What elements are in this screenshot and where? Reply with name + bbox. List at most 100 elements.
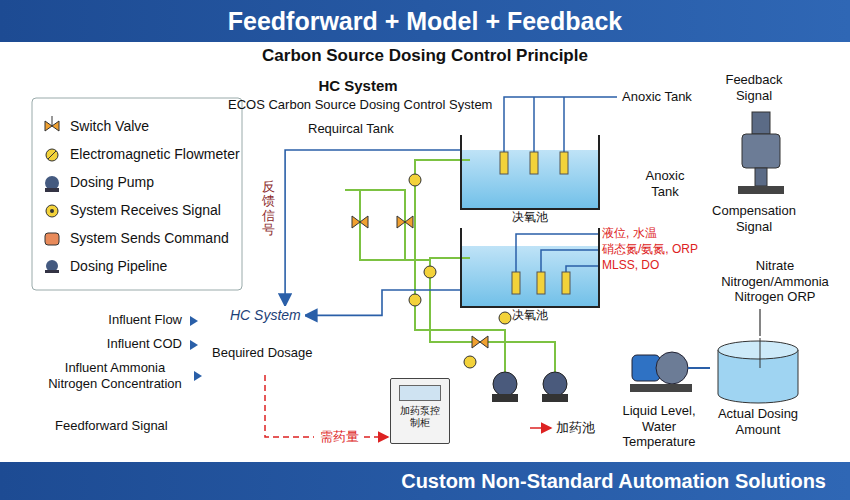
rect-shape: [462, 246, 598, 308]
path-shape: [190, 340, 198, 350]
label: Influent COD: [80, 336, 182, 352]
label: Anoxic Tank: [634, 168, 696, 199]
tank: 决氧池: [460, 228, 600, 308]
feedback-motor: [738, 112, 784, 194]
dosing-pumps: [492, 372, 568, 402]
rect-shape: [492, 394, 518, 402]
circle-shape: [50, 209, 54, 213]
circle-shape: [46, 260, 58, 272]
rect-shape: [755, 168, 767, 186]
node-text: 决氧池: [462, 308, 598, 322]
path-shape: [533, 97, 535, 152]
legend-icons: [45, 116, 59, 273]
rect-shape: [560, 152, 568, 174]
legend-box: [32, 98, 242, 290]
circle-shape: [493, 372, 517, 396]
rect-shape: [500, 152, 508, 174]
rect-shape: [738, 186, 784, 194]
path-shape: [563, 97, 565, 152]
label: Feedback Signal: [712, 72, 796, 103]
rect-shape: [537, 272, 545, 294]
connector: [305, 290, 460, 315]
connector: [285, 150, 460, 306]
caption: Custom Non-Standard Automation Solutions: [401, 469, 826, 493]
path-shape: [364, 436, 388, 438]
path-shape: [397, 216, 413, 228]
signal-line: [759, 309, 760, 336]
rect-shape: [45, 188, 59, 192]
rect-shape: [530, 152, 538, 174]
node-text: 决氧池: [462, 210, 598, 224]
path-shape: [504, 97, 617, 152]
valves: [352, 216, 488, 348]
dosing-pipelines: [345, 160, 555, 372]
legend-text: Dosing Pipeline: [70, 258, 167, 275]
path-shape: [194, 371, 202, 381]
rect-shape: [742, 134, 780, 168]
rect-shape: [542, 394, 568, 402]
circle-shape: [656, 352, 688, 384]
label: MLSS, DO: [602, 258, 659, 272]
circle-shape: [46, 205, 58, 217]
input-arrows: [190, 316, 202, 381]
label: Feedforward Signal: [55, 418, 168, 434]
label: 需药量: [320, 429, 359, 445]
label: 硝态氮/氨氮, ORP: [602, 242, 698, 256]
node-text: Actual Dosing Amount: [710, 406, 806, 437]
rect-shape: [630, 384, 692, 392]
label: Bequired Dosage: [212, 345, 312, 361]
label: Anoxic Tank: [622, 89, 692, 105]
label: Influent Ammonia Nitrogen Concentration: [40, 360, 190, 391]
legend-text: Dosing Pump: [70, 174, 154, 191]
circle-shape: [45, 176, 59, 190]
circle-shape: [46, 149, 58, 161]
title: Feedforward + Model + Feedback: [0, 6, 850, 36]
path-shape: [345, 190, 430, 260]
circle-shape: [543, 372, 567, 396]
label: 加药池: [556, 420, 595, 436]
label: Influent Flow: [80, 312, 182, 328]
node-text: 加药泵控制柜: [400, 405, 440, 429]
circle-shape: [409, 174, 421, 186]
legend-text: System Receives Signal: [70, 202, 221, 219]
circle-shape: [409, 294, 421, 306]
line-shape: [52, 116, 53, 126]
tank-water: [462, 150, 598, 308]
rect-shape: [512, 272, 520, 294]
legend-text: Electromagnetic Flowmeter: [70, 146, 240, 163]
label: Compensation Signal: [702, 203, 806, 234]
level-pump: [630, 352, 710, 392]
label: 反馈信号: [262, 180, 275, 237]
path-shape: [516, 234, 598, 272]
circle-shape: [499, 312, 511, 324]
path-shape: [190, 316, 198, 326]
line-shape: [688, 367, 710, 369]
legend-text: System Sends Command: [70, 230, 229, 247]
node-text: HC System: [230, 307, 301, 324]
dosing-tank: Actual Dosing Amount: [710, 338, 806, 437]
system-box: HC System: [226, 306, 305, 325]
label: Liquid Level, Water Temperature: [610, 403, 708, 450]
legend-text: Switch Valve: [70, 118, 149, 135]
path-shape: [352, 216, 368, 228]
circle-shape: [464, 356, 476, 368]
label: Carbon Source Dosing Control Principle: [200, 46, 650, 66]
label: HC System: [228, 77, 488, 95]
cylinder-shape: [710, 338, 806, 404]
rect-shape: [45, 233, 59, 245]
label: 液位, 水温: [602, 226, 657, 240]
cabinet-screen: [399, 385, 441, 401]
path-shape: [472, 336, 488, 348]
circle-shape: [424, 266, 436, 278]
rect-shape: [752, 112, 770, 134]
sensor-leads: [504, 97, 617, 272]
path-shape: [265, 375, 314, 437]
path-shape: [541, 250, 598, 272]
label: Requircal Tank: [308, 121, 394, 137]
rect-shape: [45, 270, 59, 273]
caption-band: [0, 462, 850, 500]
path-shape: [530, 427, 551, 429]
control-cabinet: 加药泵控制柜: [390, 378, 450, 444]
label: Nitrate Nitrogen/Ammonia Nitrogen ORP: [712, 258, 838, 305]
